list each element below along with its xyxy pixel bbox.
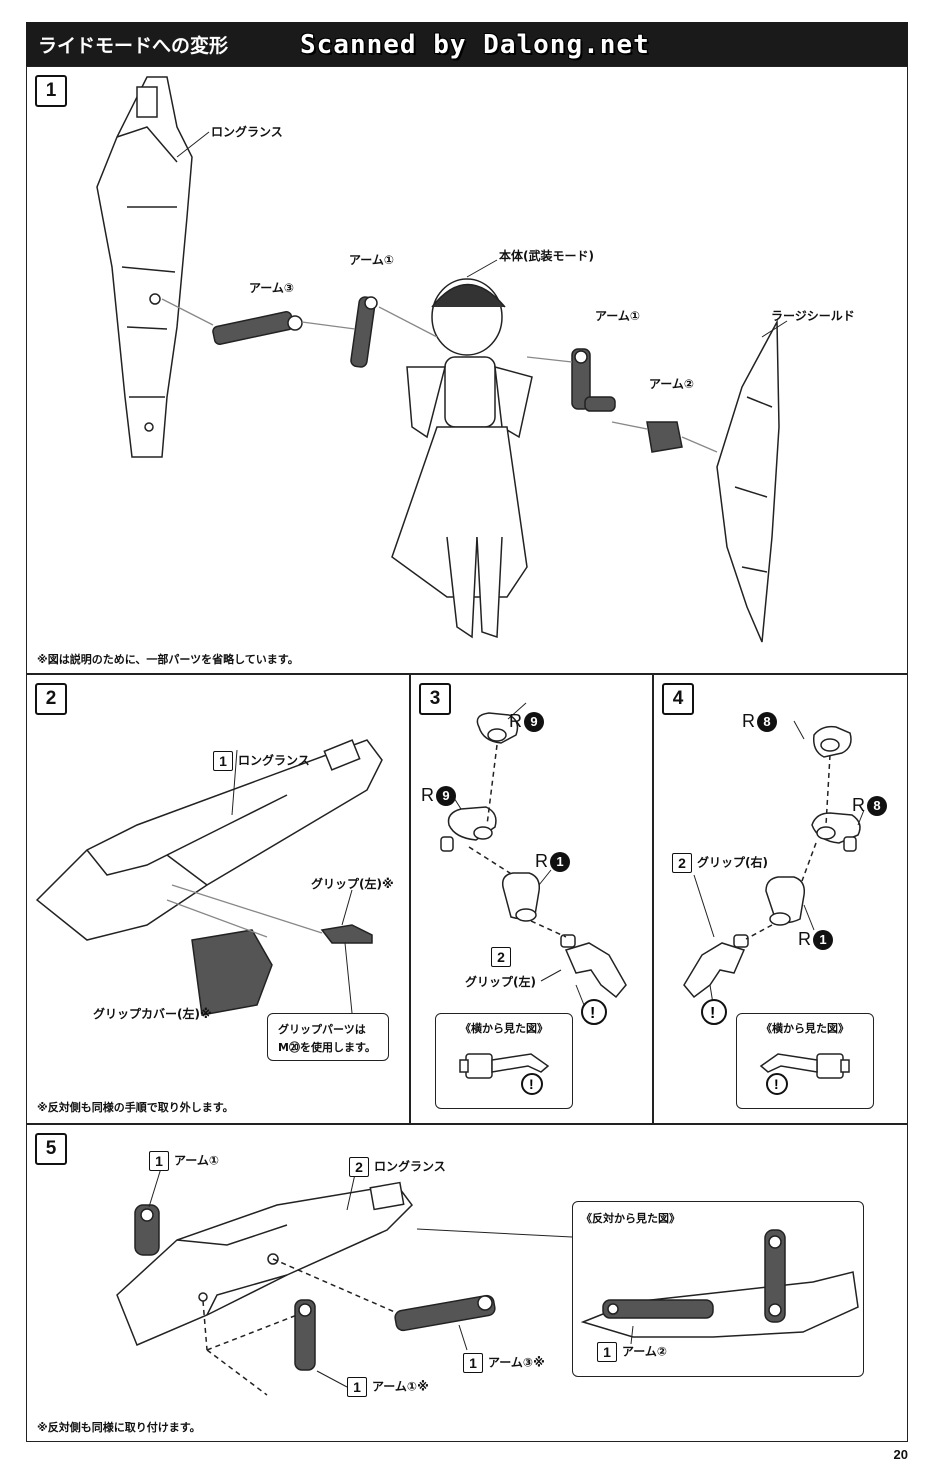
opposite-view-callout: 《反対から見た図》 1 アーム② [572, 1201, 864, 1377]
step-number: 5 [35, 1133, 67, 1165]
r-letter: R [852, 795, 865, 815]
side-view-callout: 《横から見た図》 ! [736, 1013, 874, 1109]
arm3-label: アーム③ [249, 281, 295, 295]
long-lance-label: ロングランス [211, 125, 283, 139]
arm2-text: アーム② [622, 1344, 668, 1359]
part-number-badge: 2 [672, 853, 692, 873]
large-shield-label: ラージシールド [771, 309, 855, 323]
step-5-illustration [116, 1164, 573, 1396]
part-number-badge: 2 [491, 947, 511, 967]
r-number: 8 [867, 796, 887, 817]
r-number: 1 [550, 852, 570, 873]
section-header: ライドモードへの変形 [26, 22, 908, 66]
step-1-illustration [96, 76, 788, 643]
callout-line-1: グリップパーツは [278, 1023, 366, 1036]
arm2-label: アーム② [649, 377, 695, 391]
long-lance-text: ロングランス [238, 753, 310, 768]
arm3-label: 1 アーム③※ [463, 1353, 545, 1373]
arm2-label: 1 アーム② [597, 1342, 667, 1362]
grip-left-label: グリップ(左)※ [311, 877, 394, 891]
step-1-note: ※図は説明のために、一部パーツを省略しています。 [37, 653, 299, 666]
step-4-illustration: ! [683, 720, 865, 1025]
svg-text:!: ! [529, 1076, 534, 1092]
step-2-note: ※反対側も同様の手順で取り外します。 [37, 1101, 234, 1114]
grip-left-label: グリップ(左) [465, 975, 536, 989]
r-letter: R [798, 929, 811, 949]
grip-right-label: 2 グリップ(右) [672, 853, 768, 873]
step-5-note: ※反対側も同様に取り付けます。 [37, 1421, 201, 1434]
svg-text:!: ! [710, 1005, 715, 1022]
step-number: 4 [662, 683, 694, 715]
svg-text:!: ! [590, 1005, 595, 1022]
long-lance-text: ロングランス [374, 1159, 446, 1174]
arm1-label: 1 アーム① [149, 1151, 219, 1171]
long-lance-label: 2 ロングランス [349, 1157, 446, 1177]
step-number: 3 [419, 683, 451, 715]
step-number: 1 [35, 75, 67, 107]
step-number: 2 [35, 683, 67, 715]
part-number-badge: 1 [463, 1353, 483, 1373]
r-number: 9 [436, 786, 456, 807]
grip-parts-callout: グリップパーツは M⑳を使用します。 [267, 1013, 389, 1061]
svg-text:!: ! [774, 1076, 779, 1092]
arm1b-label: 1 アーム①※ [347, 1377, 429, 1397]
arm1-text: アーム① [174, 1153, 220, 1168]
callout-line-2: M⑳を使用します。 [278, 1041, 376, 1054]
grip-badge-label: 2 [491, 947, 516, 967]
callout-title: 《反対から見た図》 [581, 1212, 680, 1225]
opposite-view-drawing [580, 1229, 859, 1345]
r-letter: R [509, 711, 522, 731]
callout-title: 《横から見た図》 [761, 1022, 849, 1035]
grip-right-text: グリップ(右) [697, 855, 768, 870]
part-number-badge: 2 [349, 1157, 369, 1177]
body-label: 本体(武装モード) [499, 249, 594, 263]
r-number: 9 [524, 712, 544, 733]
long-lance-label: 1 ロングランス [213, 751, 310, 771]
part-number-badge: 1 [149, 1151, 169, 1171]
r-number: 1 [813, 930, 833, 951]
side-view-drawing: ! [459, 1053, 550, 1095]
arm1b-text: アーム①※ [372, 1379, 429, 1394]
part-number-badge: 1 [597, 1342, 617, 1362]
part-number-badge: 1 [347, 1377, 367, 1397]
page-number: 20 [893, 1447, 908, 1462]
side-view-drawing: ! [759, 1053, 850, 1095]
arm1-left-label: アーム① [349, 253, 395, 267]
arm3-text: アーム③※ [488, 1355, 545, 1370]
grip-cover-label: グリップカバー(左)※ [93, 1007, 212, 1021]
part-number-badge: 1 [213, 751, 233, 771]
side-view-callout: 《横から見た図》 ! [435, 1013, 573, 1109]
r-letter: R [421, 785, 434, 805]
watermark: Scanned by Dalong.net [300, 30, 650, 60]
section-title: ライドモードへの変形 [38, 35, 229, 57]
step-1-panel: 1 [26, 66, 908, 674]
callout-title: 《横から見た図》 [460, 1022, 548, 1035]
r-letter: R [535, 851, 548, 871]
r-number: 8 [757, 712, 777, 733]
step-2-panel: 2 1 ロングランス グリップ(左)※ グリップカバー(左)※ グリップパーツは … [26, 674, 410, 1124]
arm1-right-label: アーム① [595, 309, 641, 323]
r-letter: R [742, 711, 755, 731]
step-2-illustration [35, 739, 383, 1016]
